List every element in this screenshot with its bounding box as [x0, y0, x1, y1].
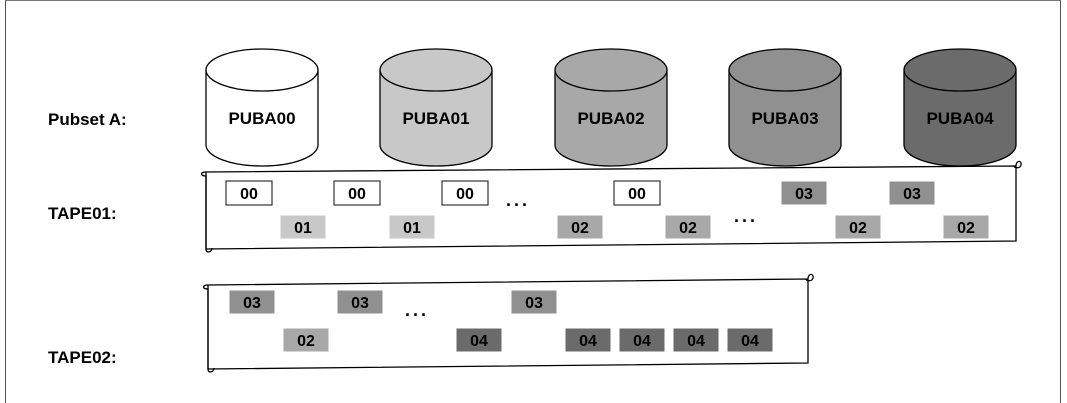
block-label: 04 [470, 333, 488, 350]
block-cell [564, 327, 612, 353]
block-cell [556, 214, 604, 240]
tape01-block: 02 [556, 214, 604, 240]
tape01-block: 03 [888, 180, 936, 206]
disk-body [728, 70, 842, 167]
block-cell [726, 327, 774, 353]
disk-puba03: PUBA03 [728, 48, 842, 167]
block-cell [672, 327, 720, 353]
tape01-block: 03 [780, 180, 828, 206]
block-label: 03 [903, 186, 921, 203]
block-cell [942, 214, 990, 240]
block-label: 01 [403, 220, 421, 237]
block-label: 02 [297, 333, 315, 350]
tape02-scroll-right-curl [805, 273, 814, 282]
block-cell [441, 180, 489, 206]
block-label: 00 [240, 186, 258, 203]
tape02-block: 04 [618, 327, 666, 353]
tape01-label: TAPE01: [48, 204, 117, 223]
block-cell [282, 327, 330, 353]
block-cell [510, 289, 558, 315]
disk-puba02: PUBA02 [554, 48, 668, 167]
tape02-block: 04 [726, 327, 774, 353]
tape02-block: 04 [672, 327, 720, 353]
disk-label: PUBA03 [751, 109, 818, 128]
disk-body [379, 70, 493, 167]
tape02-scroll-outline [207, 278, 809, 370]
disk-label: PUBA02 [577, 109, 644, 128]
disk-body [205, 70, 319, 167]
pubset-label: Pubset A: [48, 110, 127, 129]
disk-puba01: PUBA01 [379, 48, 493, 167]
tape02-block: 03 [510, 289, 558, 315]
block-label: 04 [687, 333, 705, 350]
tape02-block: 04 [455, 327, 503, 353]
disk-top [728, 48, 842, 92]
disk-label: PUBA01 [402, 109, 469, 128]
tape01-scroll-outline [205, 165, 1017, 250]
block-cell [455, 327, 503, 353]
disk-group: PUBA00 PUBA01 PUBA02 PUBA03 PUBA04 [205, 48, 1017, 167]
tape01-block: 02 [834, 214, 882, 240]
tape01-block: 01 [279, 214, 327, 240]
disk-top [379, 48, 493, 92]
tape01-block: 01 [388, 214, 436, 240]
tape01-ellipsis-1: ... [506, 190, 530, 210]
disk-body [554, 70, 668, 167]
tape01-scroll-left-curl [200, 171, 213, 253]
block-cell [225, 180, 273, 206]
block-cell [618, 327, 666, 353]
block-label: 02 [679, 220, 697, 237]
block-cell [664, 214, 712, 240]
block-cell [388, 214, 436, 240]
block-label: 04 [741, 333, 759, 350]
block-label: 00 [628, 186, 646, 203]
tape01-block: 02 [664, 214, 712, 240]
tape02-block: 03 [336, 289, 384, 315]
block-cell [336, 289, 384, 315]
tape02-block: 02 [282, 327, 330, 353]
tape02-block: 04 [564, 327, 612, 353]
tape01-block: 02 [942, 214, 990, 240]
block-cell [834, 214, 882, 240]
block-label: 00 [456, 186, 474, 203]
block-cell [888, 180, 936, 206]
tape01-block: 00 [613, 180, 661, 206]
tape01-scroll-right-curl [1013, 160, 1022, 169]
block-label: 02 [571, 220, 589, 237]
tape02-scroll [202, 273, 814, 373]
disk-top [554, 48, 668, 92]
block-cell [780, 180, 828, 206]
block-cell [279, 214, 327, 240]
block-label: 03 [351, 295, 369, 312]
block-label: 03 [795, 186, 813, 203]
disk-top [205, 48, 319, 92]
tape01-ellipsis-2: ... [734, 206, 758, 226]
disk-top [903, 48, 1017, 92]
tape01-block: 00 [225, 180, 273, 206]
disk-label: PUBA04 [926, 109, 994, 128]
tape02-label: TAPE02: [48, 348, 117, 367]
block-cell [333, 180, 381, 206]
block-label: 01 [294, 220, 312, 237]
block-cell [228, 289, 276, 315]
disk-puba00: PUBA00 [205, 48, 319, 167]
block-label: 04 [579, 333, 597, 350]
tape-blocks: 00 01 00 01 00 02 00 02 03 02 03 02 03 02 03 04 03 04 04 04… [225, 180, 990, 353]
tape02-ellipsis-1: ... [405, 300, 429, 320]
block-label: 02 [849, 220, 867, 237]
block-cell [613, 180, 661, 206]
tape02-block: 03 [228, 289, 276, 315]
block-label: 04 [633, 333, 651, 350]
block-label: 03 [243, 295, 261, 312]
diagram-frame [5, 0, 1061, 403]
tape01-block: 00 [333, 180, 381, 206]
block-label: 02 [957, 220, 975, 237]
tape02-scroll-left-curl [202, 284, 215, 373]
tape01-block: 00 [441, 180, 489, 206]
disk-label: PUBA00 [228, 109, 295, 128]
block-label: 03 [525, 295, 543, 312]
disk-puba04: PUBA04 [903, 48, 1017, 167]
block-label: 00 [348, 186, 366, 203]
